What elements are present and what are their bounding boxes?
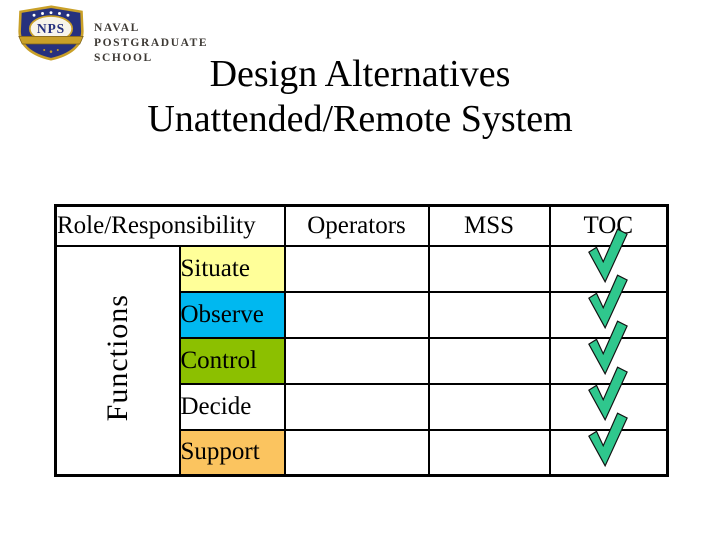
checkmark-icon (588, 411, 629, 467)
table-header-row: Role/Responsibility Operators MSS TOC (54, 204, 669, 247)
operators-cell (283, 428, 430, 477)
function-cell-situate: Situate (178, 244, 286, 293)
checkmark-icon (588, 273, 629, 329)
toc-cell (548, 319, 669, 385)
logo-org-line: POSTGRADUATE (94, 37, 209, 49)
nps-logo: NPS (12, 4, 90, 62)
slide-title-line2: Unattended/Remote System (147, 98, 573, 140)
checkmark-icon (588, 227, 629, 283)
nps-shield-icon: NPS (18, 5, 84, 61)
function-cell-control: Control (178, 336, 286, 385)
checkmark-icon (588, 365, 629, 421)
design-alternatives-table: Role/Responsibility Operators MSS TOC Fu… (54, 204, 669, 477)
mss-cell (427, 428, 551, 477)
toc-cell (548, 227, 669, 293)
header-role-responsibility: Role/Responsibility (54, 204, 286, 247)
toc-cell (548, 411, 669, 477)
toc-cell (548, 365, 669, 431)
logo-org-name: NAVAL POSTGRADUATE SCHOOL (94, 21, 208, 66)
operators-cell (283, 290, 430, 339)
mss-cell (427, 382, 551, 431)
toc-cell (548, 273, 669, 339)
operators-cell (283, 336, 430, 385)
operators-cell (283, 244, 430, 293)
mss-cell (427, 244, 551, 293)
header-mss: MSS (427, 204, 551, 247)
function-cell-observe: Observe (178, 290, 286, 339)
checkmark-icon (588, 319, 629, 375)
function-cell-support: Support (178, 428, 286, 477)
function-cell-decide: Decide (178, 382, 286, 431)
table-row: Decide (56, 365, 669, 431)
header-operators: Operators (283, 204, 430, 247)
slide-title-line1: Design Alternatives (209, 53, 511, 95)
functions-group-cell: Functions (54, 244, 181, 477)
operators-cell (283, 382, 430, 431)
mss-cell (427, 290, 551, 339)
logo-org-line: NAVAL (94, 22, 140, 34)
table-row: Support (56, 411, 669, 477)
mss-cell (427, 336, 551, 385)
table-row: Observe (56, 273, 669, 339)
table-row: Functions Situate (54, 227, 669, 477)
logo-org-line: SCHOOL (94, 52, 153, 64)
nps-acronym: NPS (37, 21, 65, 36)
slide-title: Design Alternatives Unattended/Remote Sy… (0, 52, 720, 142)
functions-group-label: Functions (100, 294, 134, 422)
header-toc: TOC (548, 204, 669, 247)
table-row: Control (56, 319, 669, 385)
